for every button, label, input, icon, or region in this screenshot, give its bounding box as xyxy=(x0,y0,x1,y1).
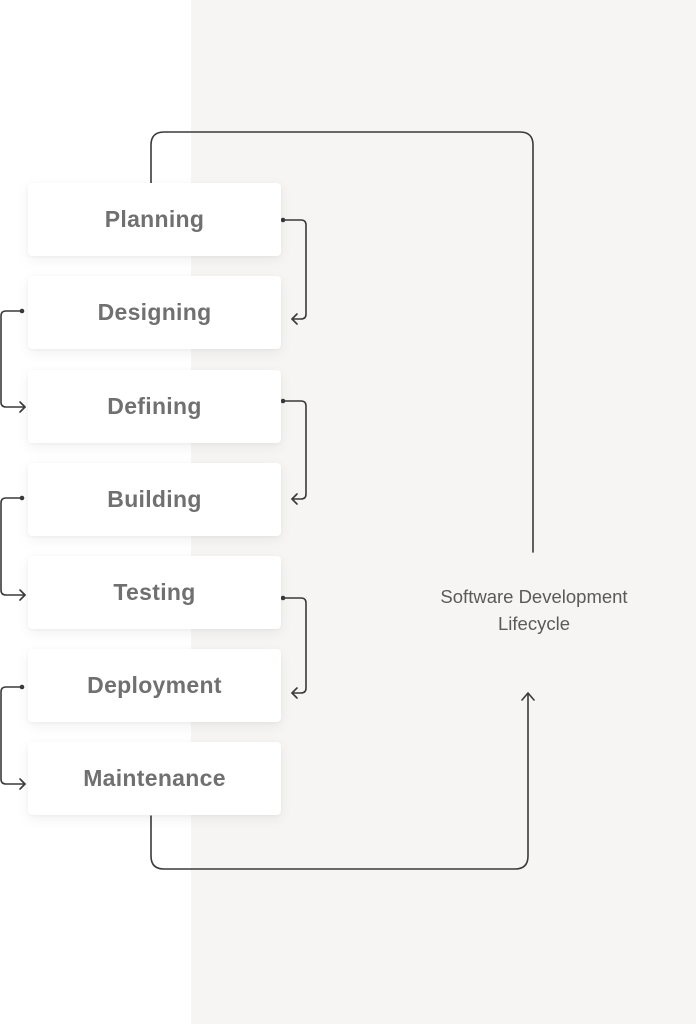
arrowhead-left-icon xyxy=(291,313,298,325)
arrowhead-up-icon xyxy=(521,692,535,701)
loop-top-connector xyxy=(150,131,534,553)
stage-label: Planning xyxy=(104,206,205,232)
arrowhead-right-icon xyxy=(19,401,26,413)
stage-label: Deployment xyxy=(87,672,222,698)
loop-bottom-connector xyxy=(150,693,529,870)
stage-label: Defining xyxy=(107,393,202,419)
stage-label: Designing xyxy=(97,299,212,325)
stage-planning: Planning xyxy=(28,183,281,256)
lifecycle-title-line-1: Software Development xyxy=(440,586,628,607)
lifecycle-title-line-2: Lifecycle xyxy=(498,613,570,634)
lifecycle-title: Software Development Lifecycle xyxy=(400,583,668,637)
stage-maintenance: Maintenance xyxy=(28,742,281,815)
stage-label: Building xyxy=(107,486,202,512)
stage-deployment: Deployment xyxy=(28,649,281,722)
arrowhead-right-icon xyxy=(19,589,26,601)
stage-label: Testing xyxy=(113,579,196,605)
stage-designing: Designing xyxy=(28,276,281,349)
arrowhead-left-icon xyxy=(291,493,298,505)
stage-testing: Testing xyxy=(28,556,281,629)
arrowhead-right-icon xyxy=(19,778,26,790)
arrowhead-left-icon xyxy=(291,687,298,699)
stage-defining: Defining xyxy=(28,370,281,443)
stage-label: Maintenance xyxy=(83,765,226,791)
stage-building: Building xyxy=(28,463,281,536)
